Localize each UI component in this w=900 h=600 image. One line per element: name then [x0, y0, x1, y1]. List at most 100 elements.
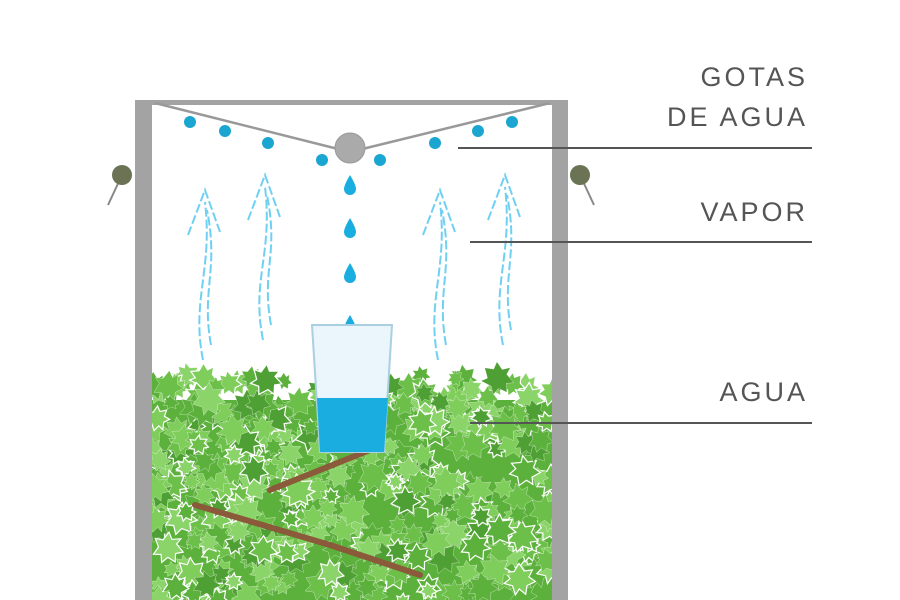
leaf [262, 573, 282, 592]
leaf [175, 500, 198, 523]
leaf [152, 472, 170, 502]
leaf [386, 472, 405, 491]
leaf [488, 409, 522, 443]
vapor-arrow [247, 172, 281, 341]
vapor-arrows [187, 172, 521, 361]
leaf [317, 558, 346, 587]
water-drop [374, 154, 386, 166]
water-drop [429, 137, 441, 149]
leaf [284, 386, 315, 416]
water-drop [184, 116, 196, 128]
leaf [198, 531, 220, 552]
leaf [183, 472, 201, 490]
branches [192, 447, 423, 578]
leaf [403, 542, 433, 572]
leaf [505, 518, 540, 554]
leaf [445, 395, 470, 420]
leaf [325, 462, 352, 489]
leaf [529, 494, 552, 526]
leaf [281, 509, 301, 530]
weight-stone [334, 132, 366, 164]
leaf [431, 466, 463, 499]
leaf [483, 512, 518, 546]
peg-right [570, 165, 595, 206]
leaf [493, 477, 514, 499]
peg-left [107, 165, 132, 206]
leaf [262, 460, 281, 478]
falling-drop [344, 175, 356, 195]
vapor-arrow [187, 187, 221, 361]
water-drop [316, 154, 328, 166]
leaf [403, 523, 425, 545]
leaf [277, 440, 303, 467]
leaf [224, 571, 244, 591]
leaf [421, 527, 453, 558]
collection-cup [310, 324, 394, 453]
leaf [163, 393, 180, 410]
leaf [152, 531, 185, 564]
leaf [410, 442, 435, 467]
water-drop [472, 125, 484, 137]
vapor-arrow [487, 172, 521, 346]
leaf [192, 381, 226, 416]
leaf [193, 484, 215, 505]
leaf [249, 362, 284, 396]
falling-drop [344, 218, 356, 238]
leaf [236, 469, 270, 502]
water-drop [262, 137, 274, 149]
leaf [276, 426, 295, 445]
leaf [152, 448, 172, 472]
leaf [280, 569, 299, 588]
leaf [460, 377, 484, 401]
leaf [302, 418, 320, 436]
leaf [502, 562, 537, 597]
leaf [193, 449, 216, 472]
leaf [216, 413, 249, 446]
leaf [317, 497, 338, 519]
leaf [355, 576, 378, 598]
leaf [357, 458, 390, 492]
leaf [444, 506, 462, 524]
leaf [460, 530, 492, 562]
leaf [323, 511, 341, 529]
falling-drop [344, 263, 356, 283]
plastic-sheet [154, 101, 551, 154]
label-drops-line1: GOTAS [700, 62, 808, 92]
condensation-drops [184, 116, 518, 166]
leaf [478, 553, 511, 587]
leaf [152, 404, 171, 432]
leaf [205, 586, 228, 600]
frame [135, 100, 568, 600]
leaf [248, 534, 279, 565]
leaf [250, 415, 277, 442]
leaf [460, 429, 490, 459]
leaf [407, 407, 438, 437]
label-drops-line2: DE AGUA [667, 102, 808, 132]
leaf [480, 361, 515, 395]
water-drop [506, 116, 518, 128]
leaf [153, 370, 185, 401]
leaf [385, 537, 411, 563]
leaf [388, 515, 408, 534]
leaf [185, 531, 205, 550]
leaf [188, 433, 210, 456]
water-drop [219, 125, 231, 137]
leaf [396, 591, 410, 600]
label-water: AGUA [719, 377, 808, 407]
leaf [437, 517, 471, 550]
leaf [467, 572, 499, 600]
leaf [329, 581, 351, 600]
leaf [226, 518, 251, 543]
falling-drops [344, 175, 356, 335]
leaf [161, 572, 191, 600]
label-vapor: VAPOR [700, 197, 808, 227]
leaf [414, 382, 435, 404]
leaf [244, 389, 271, 416]
leaf [418, 581, 438, 600]
leaf [447, 369, 465, 387]
leaf [193, 570, 222, 598]
leaf [528, 426, 552, 453]
leaf [535, 547, 552, 573]
leaf [238, 454, 270, 486]
